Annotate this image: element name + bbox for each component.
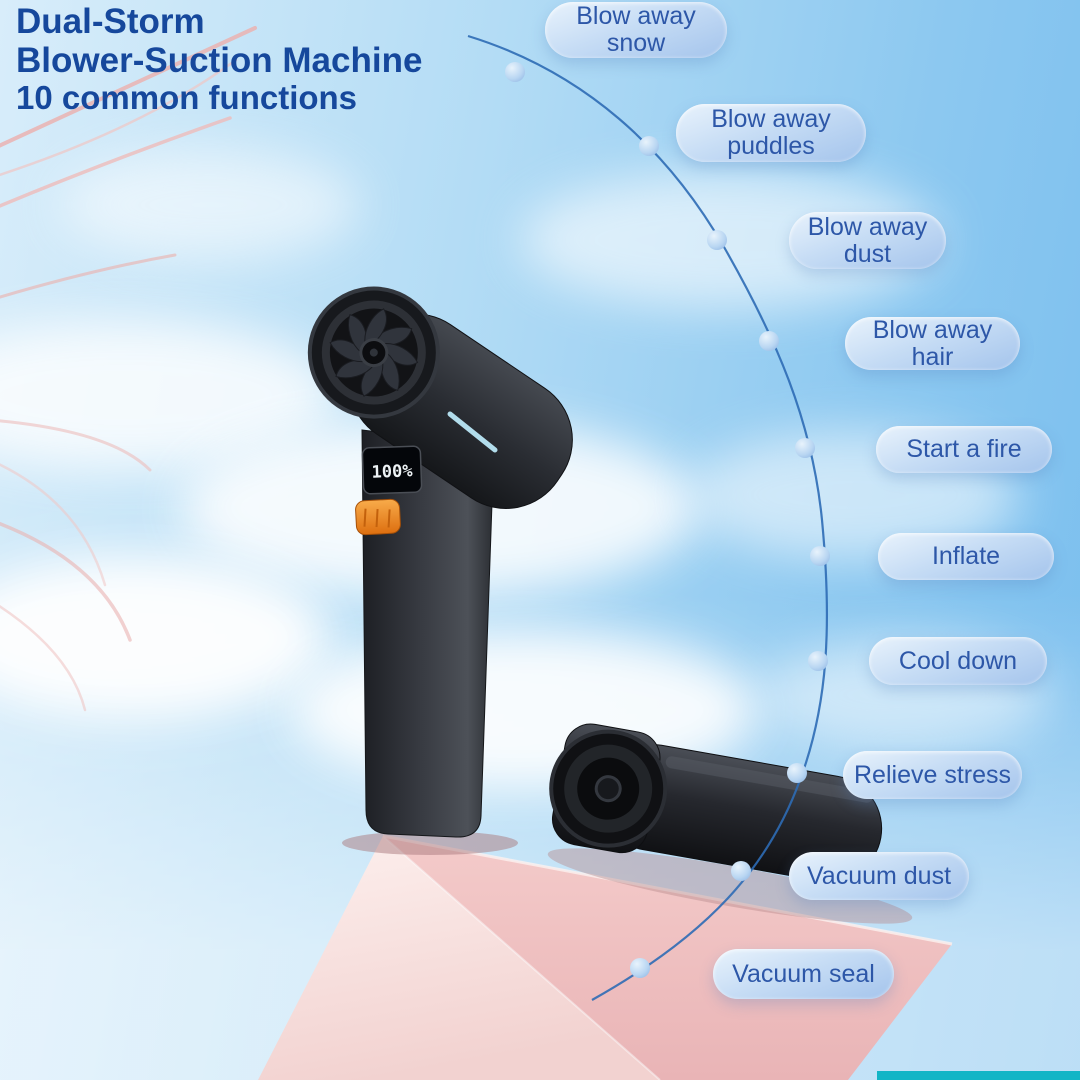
pill-blow-away-hair: Blow away hair <box>845 316 1020 370</box>
pill-blow-away-puddles: Blow away puddles <box>676 104 866 162</box>
arc-dot <box>810 546 830 566</box>
cloud <box>60 150 360 260</box>
teal-edge-strip <box>877 1071 1080 1080</box>
battery-percentage: 100% <box>371 461 413 482</box>
page-title: Dual-Storm Blower-Suction Machine 10 com… <box>16 2 422 117</box>
product-main-unit: 100% <box>307 286 573 838</box>
arc-dot <box>787 763 807 783</box>
main-unit-shadow <box>342 831 518 855</box>
main-unit-head <box>307 286 573 509</box>
arc-dot <box>808 651 828 671</box>
pill-start-a-fire: Start a fire <box>876 426 1052 473</box>
product-duct-unit <box>549 723 883 883</box>
cloud <box>0 555 330 720</box>
title-line-3: 10 common functions <box>16 79 358 117</box>
arc-dot <box>795 438 815 458</box>
duct-shadow <box>547 848 913 924</box>
arc-dot <box>731 861 751 881</box>
battery-display: 100% <box>361 445 423 495</box>
pill-inflate: Inflate <box>878 533 1054 580</box>
power-switch <box>355 498 401 536</box>
title-line-2: Blower-Suction Machine <box>16 41 423 81</box>
pill-vacuum-dust: Vacuum dust <box>789 852 969 900</box>
pill-vacuum-seal: Vacuum seal <box>713 949 894 999</box>
arc-dot <box>630 958 650 978</box>
pink-grass-icon <box>0 26 257 712</box>
title-line-1: Dual-Storm <box>16 2 205 41</box>
neck-glow <box>447 411 498 453</box>
pedestal <box>258 831 953 1080</box>
pill-relieve-stress: Relieve stress <box>843 751 1022 799</box>
pill-cool-down: Cool down <box>869 637 1047 685</box>
arc-dot <box>759 331 779 351</box>
arc-dot <box>707 230 727 250</box>
function-arc <box>467 34 830 1001</box>
arc-dot <box>505 62 525 82</box>
arc-dot <box>639 136 659 156</box>
pill-blow-away-dust: Blow away dust <box>789 212 946 269</box>
pill-blow-away-snow: Blow away snow <box>545 2 727 58</box>
